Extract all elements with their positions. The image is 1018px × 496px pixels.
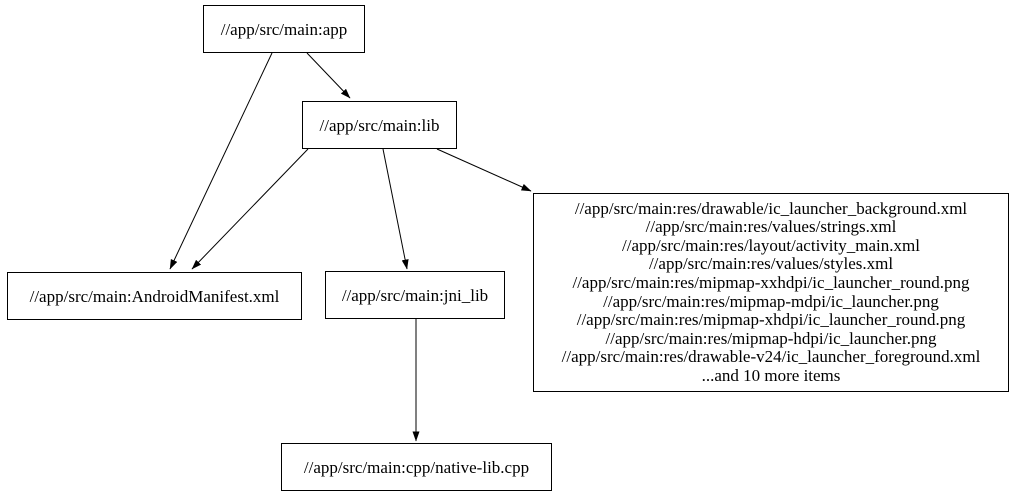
node-app-label: //app/src/main:app: [220, 19, 348, 39]
node-native-lib-cpp: //app/src/main:cpp/native-lib.cpp: [281, 443, 552, 491]
res-group-line: //app/src/main:res/mipmap-xxhdpi/ic_laun…: [572, 272, 970, 292]
node-jni-lib: //app/src/main:jni_lib: [325, 271, 505, 319]
edge-lib-to-res-group: [436, 148, 532, 192]
node-jni-lib-label: //app/src/main:jni_lib: [341, 285, 489, 305]
edge-lib-to-jni-lib: [382, 148, 409, 270]
res-group-line: //app/src/main:res/mipmap-hdpi/ic_launch…: [605, 328, 937, 348]
res-group-line: //app/src/main:res/mipmap-xhdpi/ic_launc…: [576, 310, 966, 330]
edge-app-to-manifest: [169, 52, 273, 270]
res-group-line: //app/src/main:res/layout/activity_main.…: [622, 235, 920, 255]
res-group-more-items-note: ...and 10 more items: [701, 365, 841, 385]
res-group-line: //app/src/main:res/mipmap-mdpi/ic_launch…: [603, 291, 939, 311]
res-group-line: //app/src/main:res/values/styles.xml: [648, 254, 894, 274]
edge-lib-to-manifest: [191, 148, 309, 270]
node-android-manifest: //app/src/main:AndroidManifest.xml: [7, 272, 302, 320]
res-group-line: //app/src/main:res/drawable-v24/ic_launc…: [561, 347, 981, 367]
node-res-group: //app/src/main:res/drawable/ic_launcher_…: [533, 193, 1009, 392]
node-android-manifest-label: //app/src/main:AndroidManifest.xml: [29, 286, 280, 306]
node-lib-label: //app/src/main:lib: [319, 115, 440, 135]
node-lib: //app/src/main:lib: [302, 101, 457, 149]
node-app: //app/src/main:app: [203, 5, 365, 53]
edge-app-to-lib: [306, 52, 351, 99]
res-group-line: //app/src/main:res/drawable/ic_launcher_…: [574, 198, 968, 218]
res-group-line: //app/src/main:res/values/strings.xml: [645, 217, 897, 237]
node-native-lib-cpp-label: //app/src/main:cpp/native-lib.cpp: [303, 457, 530, 477]
